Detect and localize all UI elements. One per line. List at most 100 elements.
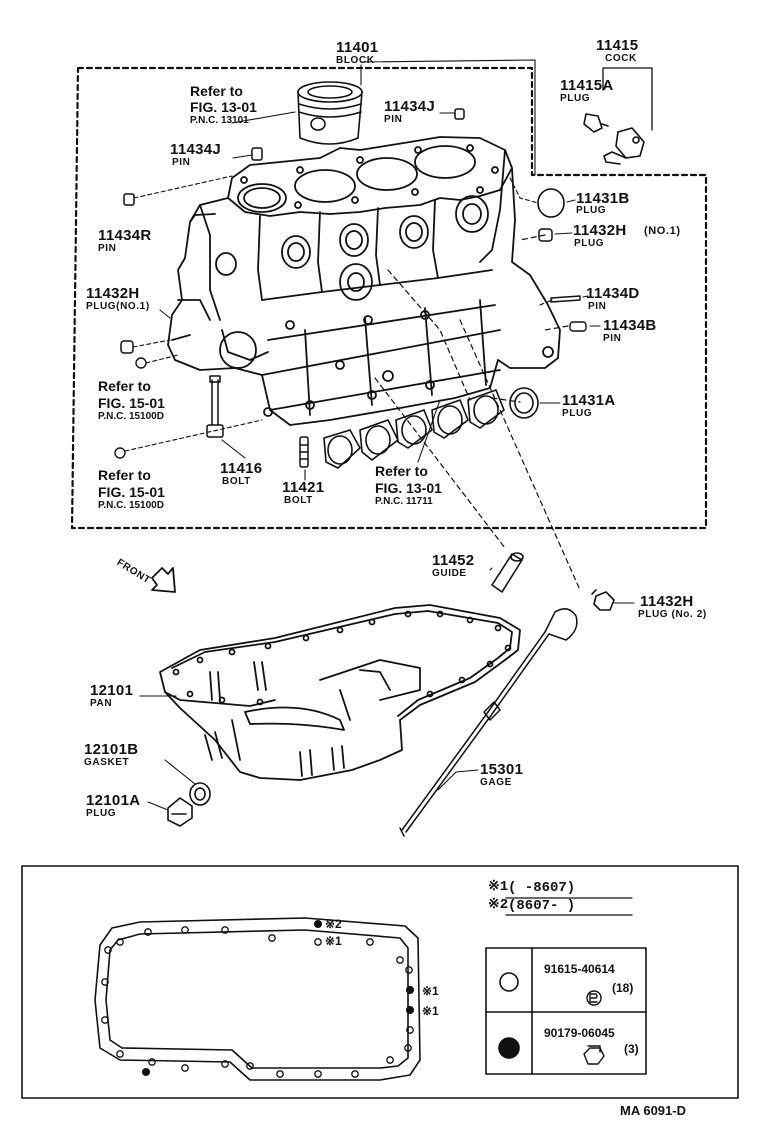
part-number-11431A: 11431A xyxy=(562,392,616,409)
ref-piston-line1: Refer to xyxy=(190,83,243,99)
ref-piston-line3: P.N.C. 13101 xyxy=(190,115,249,126)
plug-11431B-icon xyxy=(509,177,565,218)
open-bolt-hole xyxy=(221,926,229,934)
plug-11431A-icon xyxy=(509,387,539,419)
plug-11432H-no2-icon xyxy=(591,589,615,611)
filled-bolt-quantity: (3) xyxy=(624,1042,639,1056)
open-bolt-hole xyxy=(386,1056,394,1064)
part-number-12101A: 12101A xyxy=(86,792,141,809)
plug-11432H-left-icon xyxy=(120,339,171,354)
ref-bearing-line3: P.N.C. 11711 xyxy=(375,496,433,507)
leader-lines xyxy=(139,59,635,811)
part-number-11415A: 11415A xyxy=(560,77,614,94)
part-name-pan: PAN xyxy=(90,698,113,709)
main-bearings-icon xyxy=(323,389,505,469)
ref-piston-line2: FIG. 13-01 xyxy=(190,99,257,115)
part-name-pin-11434D: PIN xyxy=(588,301,607,312)
pin-11434R-icon xyxy=(123,175,233,206)
open-bolt-hole xyxy=(351,1070,359,1078)
open-bolt-hole xyxy=(104,946,112,954)
open-bolt-part-number: 91615-40614 xyxy=(544,962,615,976)
ref-bearing-line2: FIG. 13-01 xyxy=(375,480,442,496)
part-number-11452: 11452 xyxy=(432,552,475,569)
guide-11452-icon xyxy=(491,552,524,593)
footer-drawing-code: MA 6091-D xyxy=(620,1103,686,1118)
flange-bolt-icon xyxy=(586,990,602,1006)
filled-bolt-hole xyxy=(405,985,415,995)
inset-hole-mark-2: ※2 xyxy=(325,917,342,931)
part-name-plug-no2: PLUG (No. 2) xyxy=(638,609,707,620)
part-number-11416: 11416 xyxy=(220,460,263,477)
open-bolt-hole xyxy=(268,934,276,942)
ref-bearing-line1: Refer to xyxy=(375,463,428,479)
part-number-11401: 11401 xyxy=(336,39,379,56)
cock-11415-icon xyxy=(603,127,645,165)
inset-bolt-holes xyxy=(101,919,415,1078)
open-bolt-hole xyxy=(116,938,124,946)
open-bolt-hole xyxy=(144,928,152,936)
inset-side-mark-1a: ※1 xyxy=(422,984,439,998)
open-bolt-hole xyxy=(276,1070,284,1078)
part-number-11415: 11415 xyxy=(596,37,639,54)
filled-bolt-hole xyxy=(141,1067,151,1077)
part-name-bolt-11421: BOLT xyxy=(284,495,313,506)
inset-side-mark-1b: ※1 xyxy=(422,1004,439,1018)
part-name-pin-11434B: PIN xyxy=(603,333,622,344)
part-number-11434J-left: 11434J xyxy=(170,141,222,158)
part-qualifier-no1: (NO.1) xyxy=(644,225,681,237)
open-bolt-hole xyxy=(246,1062,254,1070)
open-bolt-hole xyxy=(101,978,109,986)
bolt-11416-icon xyxy=(206,375,224,438)
ref-15b-line1: Refer to xyxy=(98,467,151,483)
part-number-11434J-top: 11434J xyxy=(384,98,436,115)
part-name-pin-left: PIN xyxy=(172,157,191,168)
part-name-plug-11415A: PLUG xyxy=(560,93,591,104)
part-number-11432H-no2: 11432H xyxy=(640,593,694,610)
part-name-plug-11431A: PLUG xyxy=(562,408,593,419)
part-number-11434B: 11434B xyxy=(603,317,657,334)
legend-mark-1: ※1 xyxy=(488,879,509,895)
ref-15b-line3: P.N.C. 15100D xyxy=(98,500,164,511)
filled-bolt-part-number: 90179-06045 xyxy=(544,1026,615,1040)
bolt-11421-icon xyxy=(299,436,309,468)
open-bolt-hole xyxy=(221,1060,229,1068)
open-bolt-hole xyxy=(116,1050,124,1058)
pin-11434B-icon xyxy=(569,321,587,332)
part-number-12101: 12101 xyxy=(90,682,134,699)
part-name-pin-top: PIN xyxy=(384,114,403,125)
cock-bracket xyxy=(602,67,653,131)
open-bolt-quantity: (18) xyxy=(612,981,634,995)
part-name-plug-12101A: PLUG xyxy=(86,808,117,819)
plug-11415A-icon xyxy=(583,113,609,133)
open-bolt-hole xyxy=(404,1044,412,1052)
nut-icon xyxy=(583,1045,605,1065)
part-number-11434D: 11434D xyxy=(586,285,640,302)
block-leader-lines xyxy=(374,234,581,591)
open-bolt-hole xyxy=(366,938,374,946)
inset-pan-outline-icon xyxy=(94,917,421,1081)
small-ring-icon xyxy=(135,354,179,369)
part-name-bolt-11416: BOLT xyxy=(222,476,251,487)
ref-15b-line2: FIG. 15-01 xyxy=(98,484,165,500)
part-name-pin-11434R: PIN xyxy=(98,243,117,254)
open-bolt-hole xyxy=(396,956,404,964)
block-group-frame xyxy=(70,66,708,530)
open-bolt-hole xyxy=(101,1016,109,1024)
inset-hole-mark-1: ※1 xyxy=(325,934,342,948)
open-bolt-hole xyxy=(406,1026,414,1034)
open-circle-symbol-icon xyxy=(499,972,519,992)
part-number-15301: 15301 xyxy=(480,761,524,778)
part-number-11434R: 11434R xyxy=(98,227,152,244)
open-bolt-hole xyxy=(314,1070,322,1078)
open-bolt-hole xyxy=(148,1058,156,1066)
open-bolt-hole xyxy=(181,1064,189,1072)
part-name-cock: COCK xyxy=(605,53,637,64)
part-number-12101B: 12101B xyxy=(84,741,139,758)
part-name-gasket: GASKET xyxy=(84,757,130,768)
part-name-plug-11431B: PLUG xyxy=(576,205,607,216)
ref-15a-line3: P.N.C. 15100D xyxy=(98,411,164,422)
open-bolt-hole xyxy=(405,966,413,974)
pin-11434J-top-icon xyxy=(454,108,465,120)
gasket-12101B-icon xyxy=(189,782,211,806)
